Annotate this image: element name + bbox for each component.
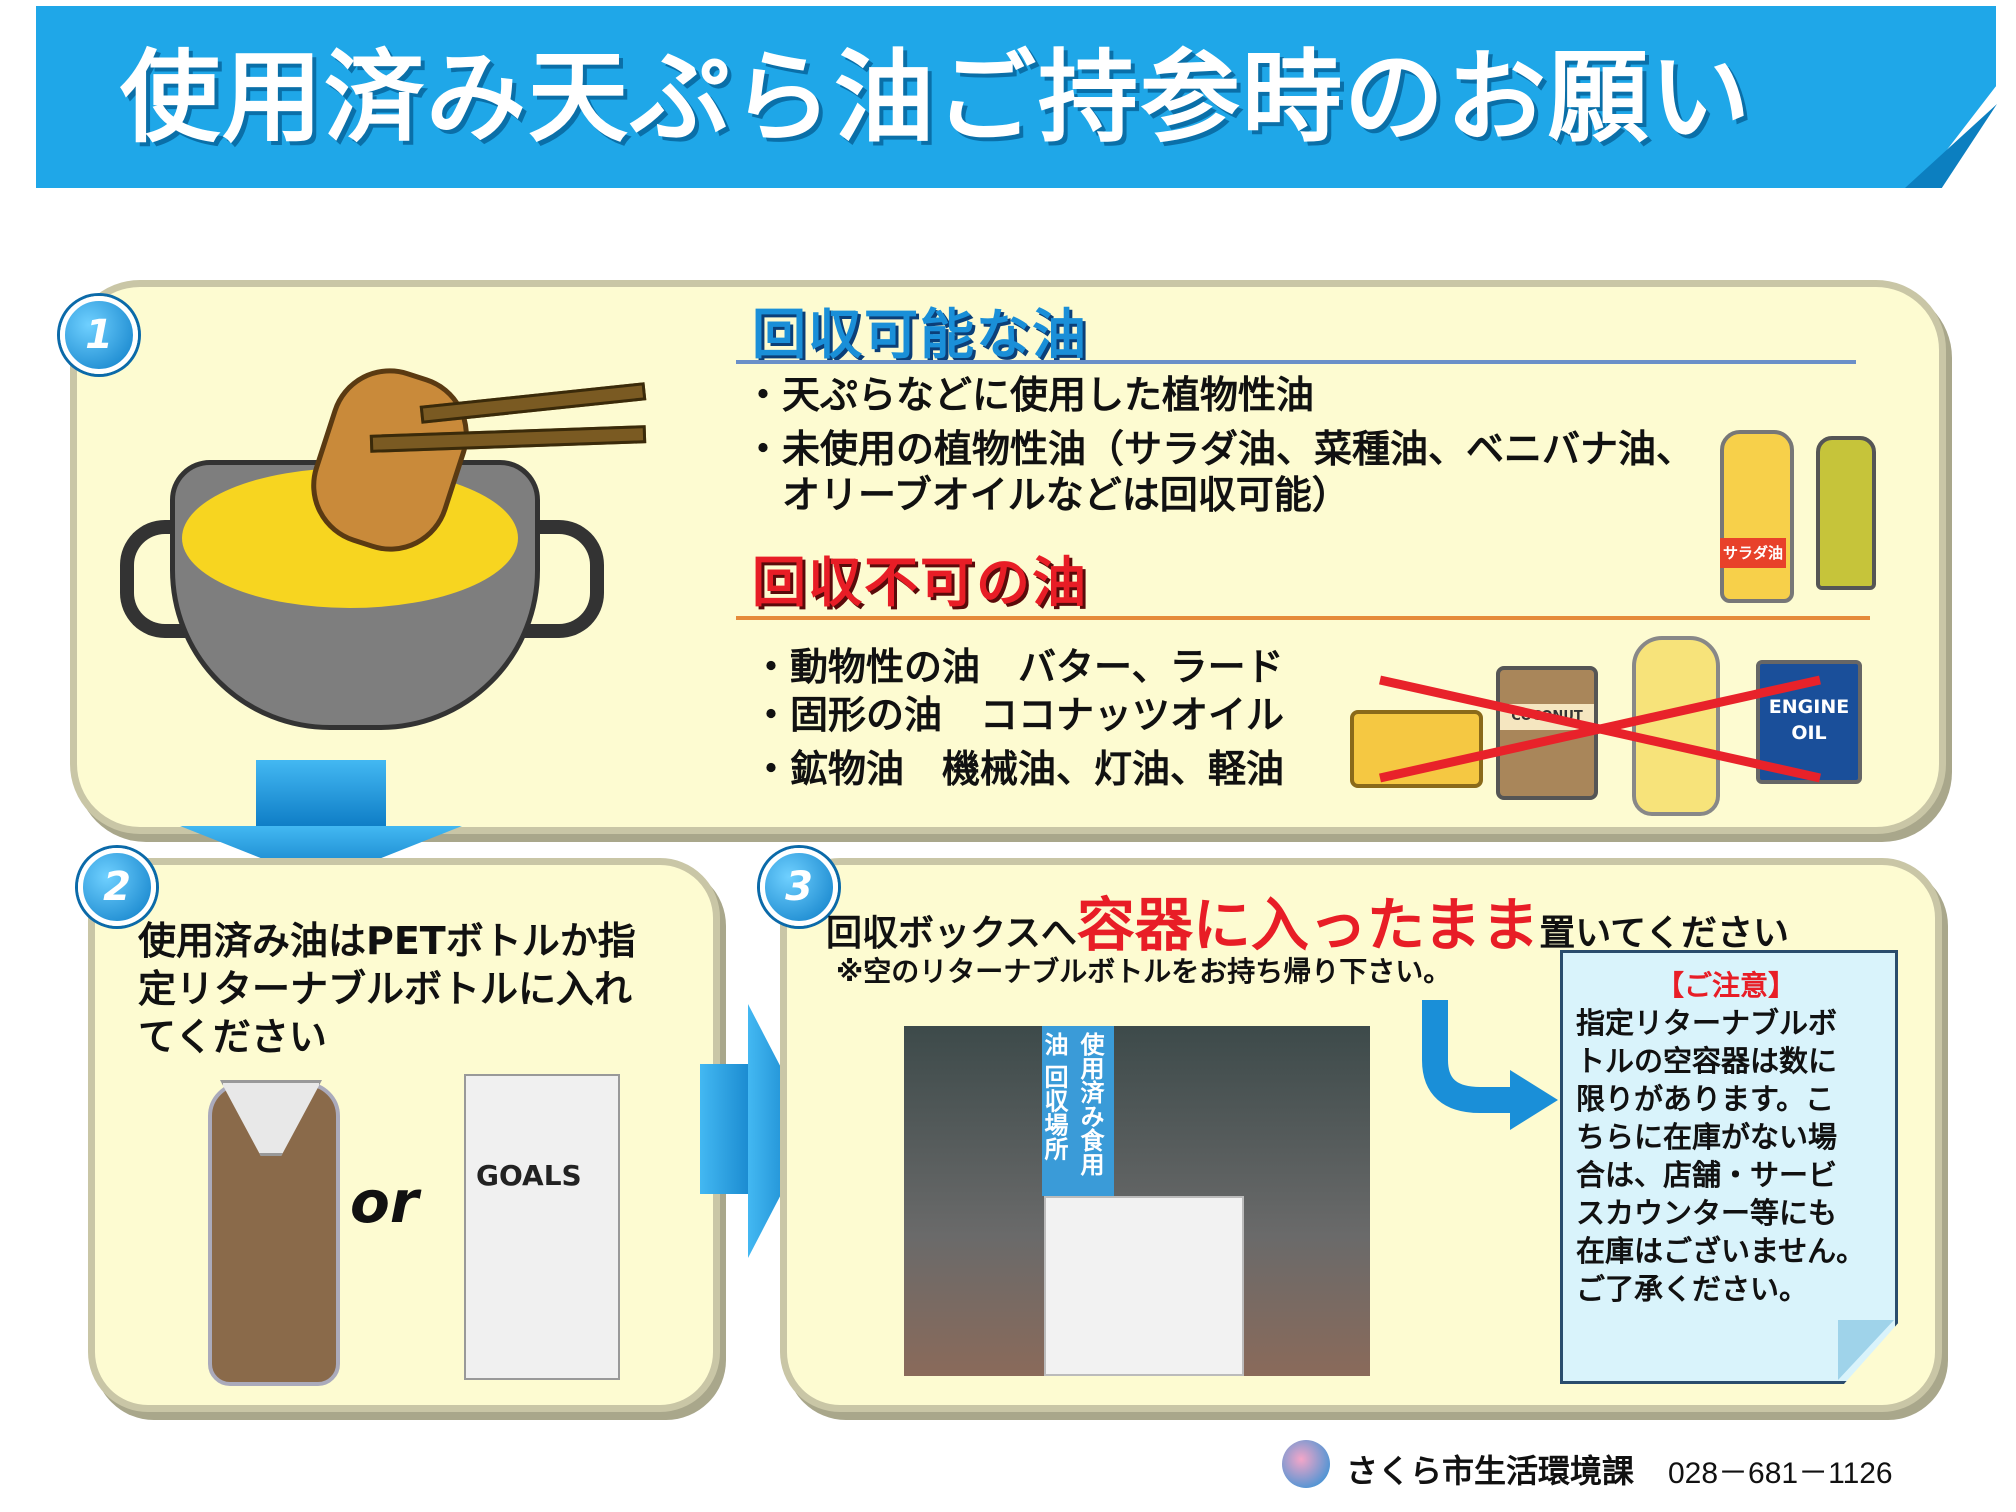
caution-line: スカウンター等にも [1576,1196,1838,1230]
recyclable-oil-heading: 回収可能な油 [752,303,1088,366]
curved-arrow-icon [1422,1000,1558,1130]
page-title: 使用済み天ぷら油ご持参時のお願い [120,39,1752,156]
caution-note [1560,950,1898,1384]
caution-line: 合は、店舗・サービ [1576,1158,1838,1192]
instruction-emphasis: 容器に入ったまま [1076,891,1540,959]
non-recyclable-item: ・動物性の油 バター、ラード [752,645,1284,689]
caution-line: トルの空容器は数に [1576,1044,1838,1078]
section-2-instruction: てください [138,1015,327,1059]
section-2-instruction: 使用済み油はPETボトルか指 [138,919,636,963]
organization-name: さくら市生活環境課 [1346,1452,1635,1490]
lard-bottle-icon [1632,636,1720,816]
returnable-bottle-label: GOALS [476,1159,582,1192]
non-recyclable-oil-heading: 回収不可の油 [752,551,1088,614]
city-logo-icon [1282,1440,1330,1488]
caution-line: 限りがあります。こ [1576,1082,1835,1116]
non-recyclable-item: ・固形の油 ココナッツオイル [752,693,1285,737]
salad-oil-bottle-icon: サラダ油 [1720,430,1794,603]
frying-pot-illustration [120,350,647,750]
non-recyclable-divider [736,616,1870,620]
olive-oil-bottle-icon [1816,436,1876,590]
recyclable-item: ・天ぷらなどに使用した植物性油 [744,373,1315,417]
caution-title: 【ご注意】 [1655,969,1796,1002]
caution-line: 在庫はございません。 [1576,1234,1866,1268]
caution-body: 指定リターナブルボ トルの空容器は数に 限りがあります。こ ちらに在庫がない場 … [1576,1004,1886,1308]
instruction-suffix: 置いてください [1539,913,1790,954]
returnable-bottle-photo: GOALS [464,1074,620,1380]
salad-oil-label: サラダ油 [1720,538,1786,568]
step-2-badge: 2 [78,848,156,926]
or-text: or [350,1168,419,1236]
phone-number: 028－681－1126 [1668,1457,1893,1490]
section-2-instruction: 定リターナブルボトルに入れ [138,967,633,1011]
pot-right-handle [520,520,604,638]
step-1-badge: 1 [60,296,138,374]
collection-banner: 使用済み食用油 回収場所 [1040,1026,1114,1196]
butter-icon [1350,710,1483,788]
caution-line: ちらに在庫がない場 [1576,1120,1838,1154]
section-3-instruction: 回収ボックスへ容器に入ったまま置いてください [826,878,1789,962]
collection-box-photo: 使用済み食用油 回収場所 [904,1026,1370,1376]
step-3-badge: 3 [760,848,838,926]
recyclable-divider [736,360,1856,364]
recyclable-item: ・未使用の植物性油（サラダ油、菜種油、ベニバナ油、 [744,427,1695,471]
down-arrow-stem [256,760,386,832]
instruction-prefix: 回収ボックスへ [826,913,1077,954]
recyclable-item: オリーブオイルなどは回収可能） [744,473,1350,517]
caution-line: 指定リターナブルボ [1576,1006,1838,1040]
caution-line: ご了承ください。 [1576,1272,1809,1306]
non-recyclable-item: ・鉱物油 機械油、灯油、軽油 [752,747,1285,791]
return-bottle-note: ※空のリターナブルボトルをお持ち帰り下さい。 [836,955,1452,988]
title-banner [36,6,1996,188]
collection-cabinet [1044,1196,1244,1376]
prohibited-cross-icon [1379,675,1821,783]
